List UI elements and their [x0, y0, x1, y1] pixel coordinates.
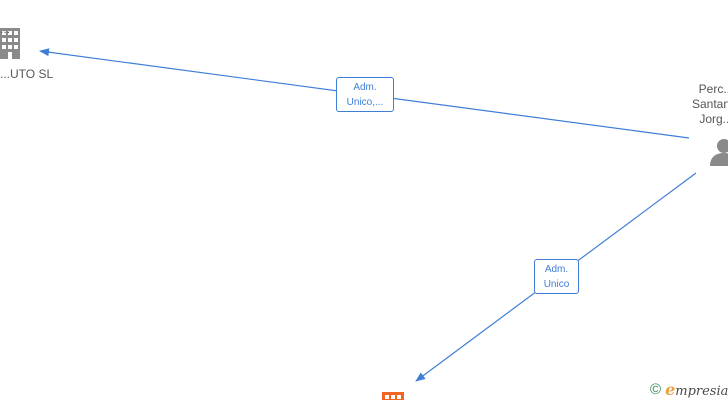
- edge-label-adm-unico-top[interactable]: Adm. Unico,...: [336, 77, 394, 112]
- person-icon[interactable]: [710, 139, 728, 166]
- building-icon-orange[interactable]: [382, 392, 404, 400]
- brand-initial: e: [665, 379, 676, 399]
- edge-label-adm-unico-bottom[interactable]: Adm. Unico: [534, 259, 579, 294]
- company-label-top-left[interactable]: ... ...UTO SL: [0, 0, 53, 97]
- company-label-fragment: ...: [0, 22, 14, 36]
- watermark: © empresia: [650, 379, 728, 399]
- brand-logo: empresia: [665, 380, 728, 399]
- building-icon[interactable]: [0, 28, 20, 59]
- brand-rest: mpresia: [675, 383, 728, 399]
- company-label-name: ...UTO SL: [0, 67, 54, 81]
- copyright-symbol: ©: [650, 380, 662, 398]
- person-label[interactable]: Perc... Santan... Jorg...: [691, 82, 728, 126]
